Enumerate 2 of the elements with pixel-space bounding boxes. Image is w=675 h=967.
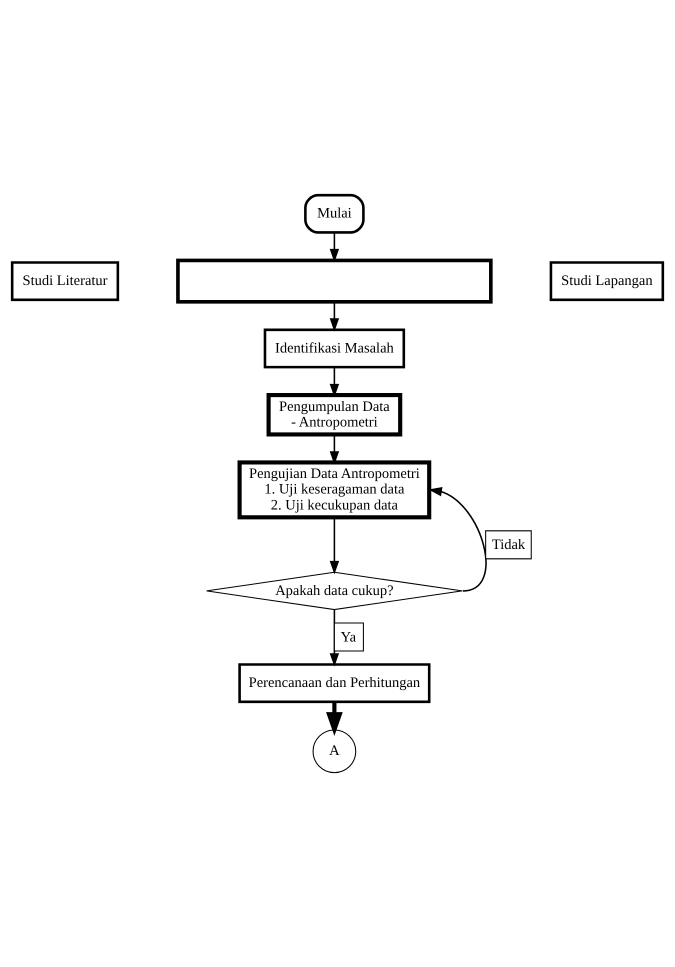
edge-label: Tidak [492,536,526,553]
edge-label: Ya [340,628,356,645]
